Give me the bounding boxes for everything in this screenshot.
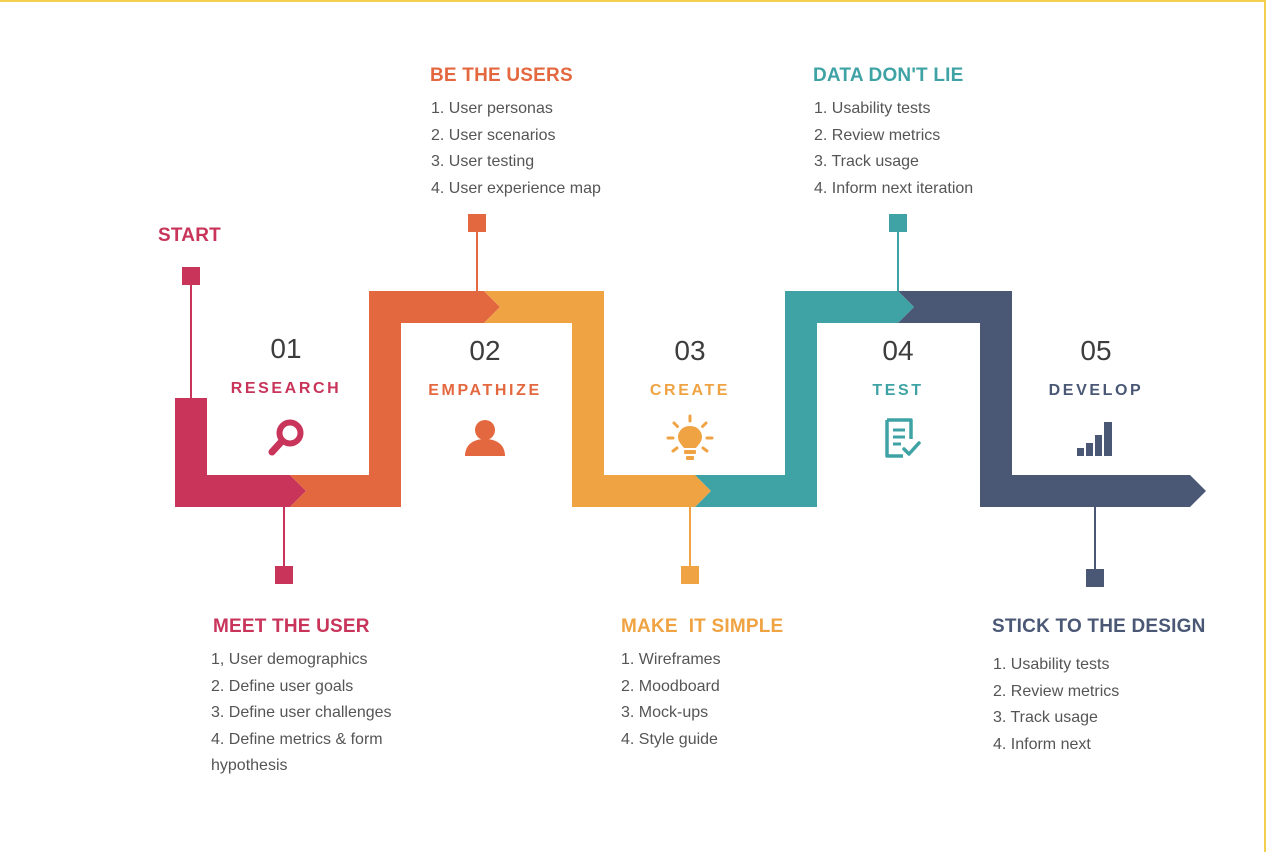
list-item: 2. Review metrics [993, 682, 1120, 700]
list-item: 3. Track usage [993, 709, 1098, 726]
bar-chart-icon [1077, 422, 1112, 456]
list-item: 1. User personas [431, 100, 553, 117]
stage-number-01: 01 [270, 333, 302, 364]
start-label: START [158, 225, 221, 246]
stage-number-05: 05 [1080, 335, 1112, 366]
list-item: 1, User demographics [211, 651, 368, 668]
user-icon [465, 420, 505, 456]
list-item: 1. Wireframes [621, 651, 721, 668]
be-the-users-title: BE THE USERS [430, 65, 573, 86]
list-item: 2. Moodboard [621, 677, 720, 695]
path-segment-develop [898, 291, 1206, 507]
list-item: 2. Define user goals [211, 677, 354, 695]
path-segment-research [175, 398, 306, 507]
list-item: 3. Define user challenges [211, 704, 392, 721]
data-dont-lie-list: 1. Usability tests 2. Review metrics 3. … [814, 96, 973, 202]
stage-number-02: 02 [469, 335, 501, 366]
list-item: 2. Review metrics [814, 126, 941, 144]
list-item: 3. User testing [431, 153, 535, 170]
stage-label-research: RESEARCH [230, 380, 342, 397]
stage-label-develop: DEVELOP [1048, 382, 1144, 399]
data-marker [889, 214, 907, 232]
list-item: 2. User scenarios [431, 126, 556, 144]
list-item: 4. User experience map [431, 179, 601, 197]
path-segment-create [484, 291, 711, 507]
be-the-users-list: 1. User personas 2. User scenarios 3. Us… [431, 96, 601, 202]
list-item: hypothesis [211, 757, 288, 774]
stage-label-empathize: EMPATHIZE [428, 382, 542, 399]
stick-to-design-list: 1. Usability tests 2. Review metrics 3. … [993, 652, 1119, 758]
meet-user-marker [275, 566, 293, 584]
list-item: 1. Usability tests [814, 100, 931, 117]
list-item: 3. Track usage [814, 153, 919, 170]
path-segment-test [695, 291, 914, 507]
list-item: 4. Define metrics & form [211, 730, 383, 748]
list-item: 4. Inform next iteration [814, 179, 974, 197]
stage-number-03: 03 [674, 335, 706, 366]
make-it-simple-list: 1. Wireframes 2. Moodboard 3. Mock-ups 4… [621, 647, 721, 753]
list-item: 4. Inform next [993, 735, 1091, 753]
stage-number-04: 04 [882, 335, 914, 366]
stage-label-create: CREATE [649, 382, 731, 399]
meet-the-user-title: MEET THE USER [213, 616, 370, 637]
path-segment-empathize [290, 291, 500, 507]
data-dont-lie-title: DATA DON'T LIE [813, 65, 964, 86]
make-simple-marker [681, 566, 699, 584]
list-item: 1. Usability tests [993, 656, 1110, 673]
list-item: 3. Mock-ups [621, 704, 709, 721]
stick-to-design-title: STICK TO THE DESIGN [992, 616, 1206, 637]
be-users-marker [468, 214, 486, 232]
checklist-icon [885, 418, 921, 458]
list-item: 4. Style guide [621, 730, 718, 748]
stage-label-test: TEST [872, 382, 924, 399]
start-marker [182, 267, 200, 285]
meet-the-user-list: 1, User demographics 2. Define user goal… [211, 647, 392, 780]
stick-design-marker [1086, 569, 1104, 587]
magnifier-icon [268, 419, 304, 456]
make-it-simple-title: MAKE IT SIMPLE [621, 616, 784, 637]
lightbulb-icon [666, 414, 714, 460]
